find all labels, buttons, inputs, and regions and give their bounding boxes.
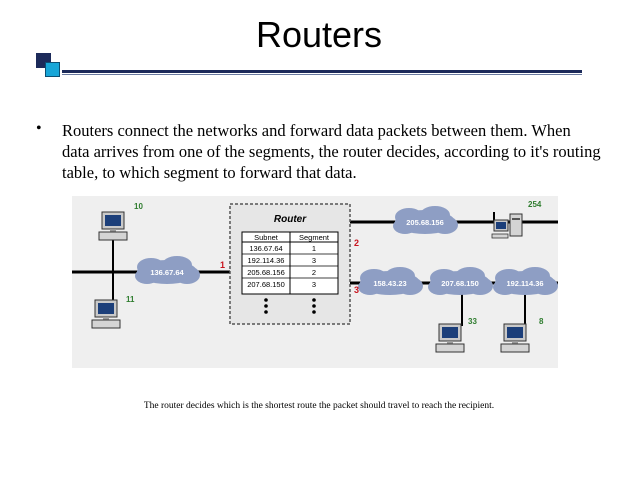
svg-text:207.68.150: 207.68.150 [441,279,479,288]
host-label-8: 8 [539,317,544,326]
router-network-diagram: Router Subnet Segment 136.67.64 1 192.11… [72,196,558,368]
segment-label-2: 2 [354,238,359,248]
host-label-10: 10 [134,202,143,211]
table-cell-segment: 2 [312,268,316,277]
table-cell-subnet: 207.68.150 [247,280,285,289]
table-header-subnet: Subnet [254,233,279,242]
table-continuation-dots [264,298,316,314]
host-computer-icon [98,211,128,241]
svg-text:192.114.36: 192.114.36 [506,279,543,288]
cloud-205-68-156: 205.68.156 [393,206,458,234]
title-rule-thin [62,74,582,75]
segment-label-3: 3 [354,285,359,295]
segment-label-1: 1 [220,260,225,270]
host-computer-icon [91,299,121,329]
host-label-33: 33 [468,317,477,326]
svg-text:205.68.156: 205.68.156 [406,218,444,227]
table-cell-subnet: 192.114.36 [248,256,285,265]
svg-text:158.43.23: 158.43.23 [373,279,406,288]
host-label-11: 11 [126,295,135,304]
diagram-caption: The router decides which is the shortest… [143,401,495,411]
table-cell-subnet: 205.68.156 [247,268,285,277]
table-header-segment: Segment [299,233,330,242]
host-computer-icon [435,323,465,353]
table-cell-segment: 3 [312,256,316,265]
svg-text:136.67.64: 136.67.64 [150,268,184,277]
table-cell-subnet: 136.67.64 [249,244,282,253]
table-cell-segment: 1 [312,244,316,253]
cloud-207-68-150: 207.68.150 [428,267,493,295]
bullet-marker: • [36,120,42,137]
slide-title: Routers [255,14,383,55]
cloud-136-67-64: 136.67.64 [135,256,200,284]
cloud-158-43-23: 158.43.23 [358,267,423,295]
routing-table: Subnet Segment 136.67.64 1 192.114.36 3 … [241,231,339,295]
table-cell-segment: 3 [312,280,316,289]
title-decoration-square-light [45,62,60,77]
cloud-192-114-36: 192.114.36 [493,267,558,295]
title-rule [62,70,582,73]
host-computer-icon [500,323,530,353]
host-label-254: 254 [528,200,542,209]
router-label: Router [274,214,307,225]
bullet-text: Routers connect the networks and forward… [62,121,601,182]
